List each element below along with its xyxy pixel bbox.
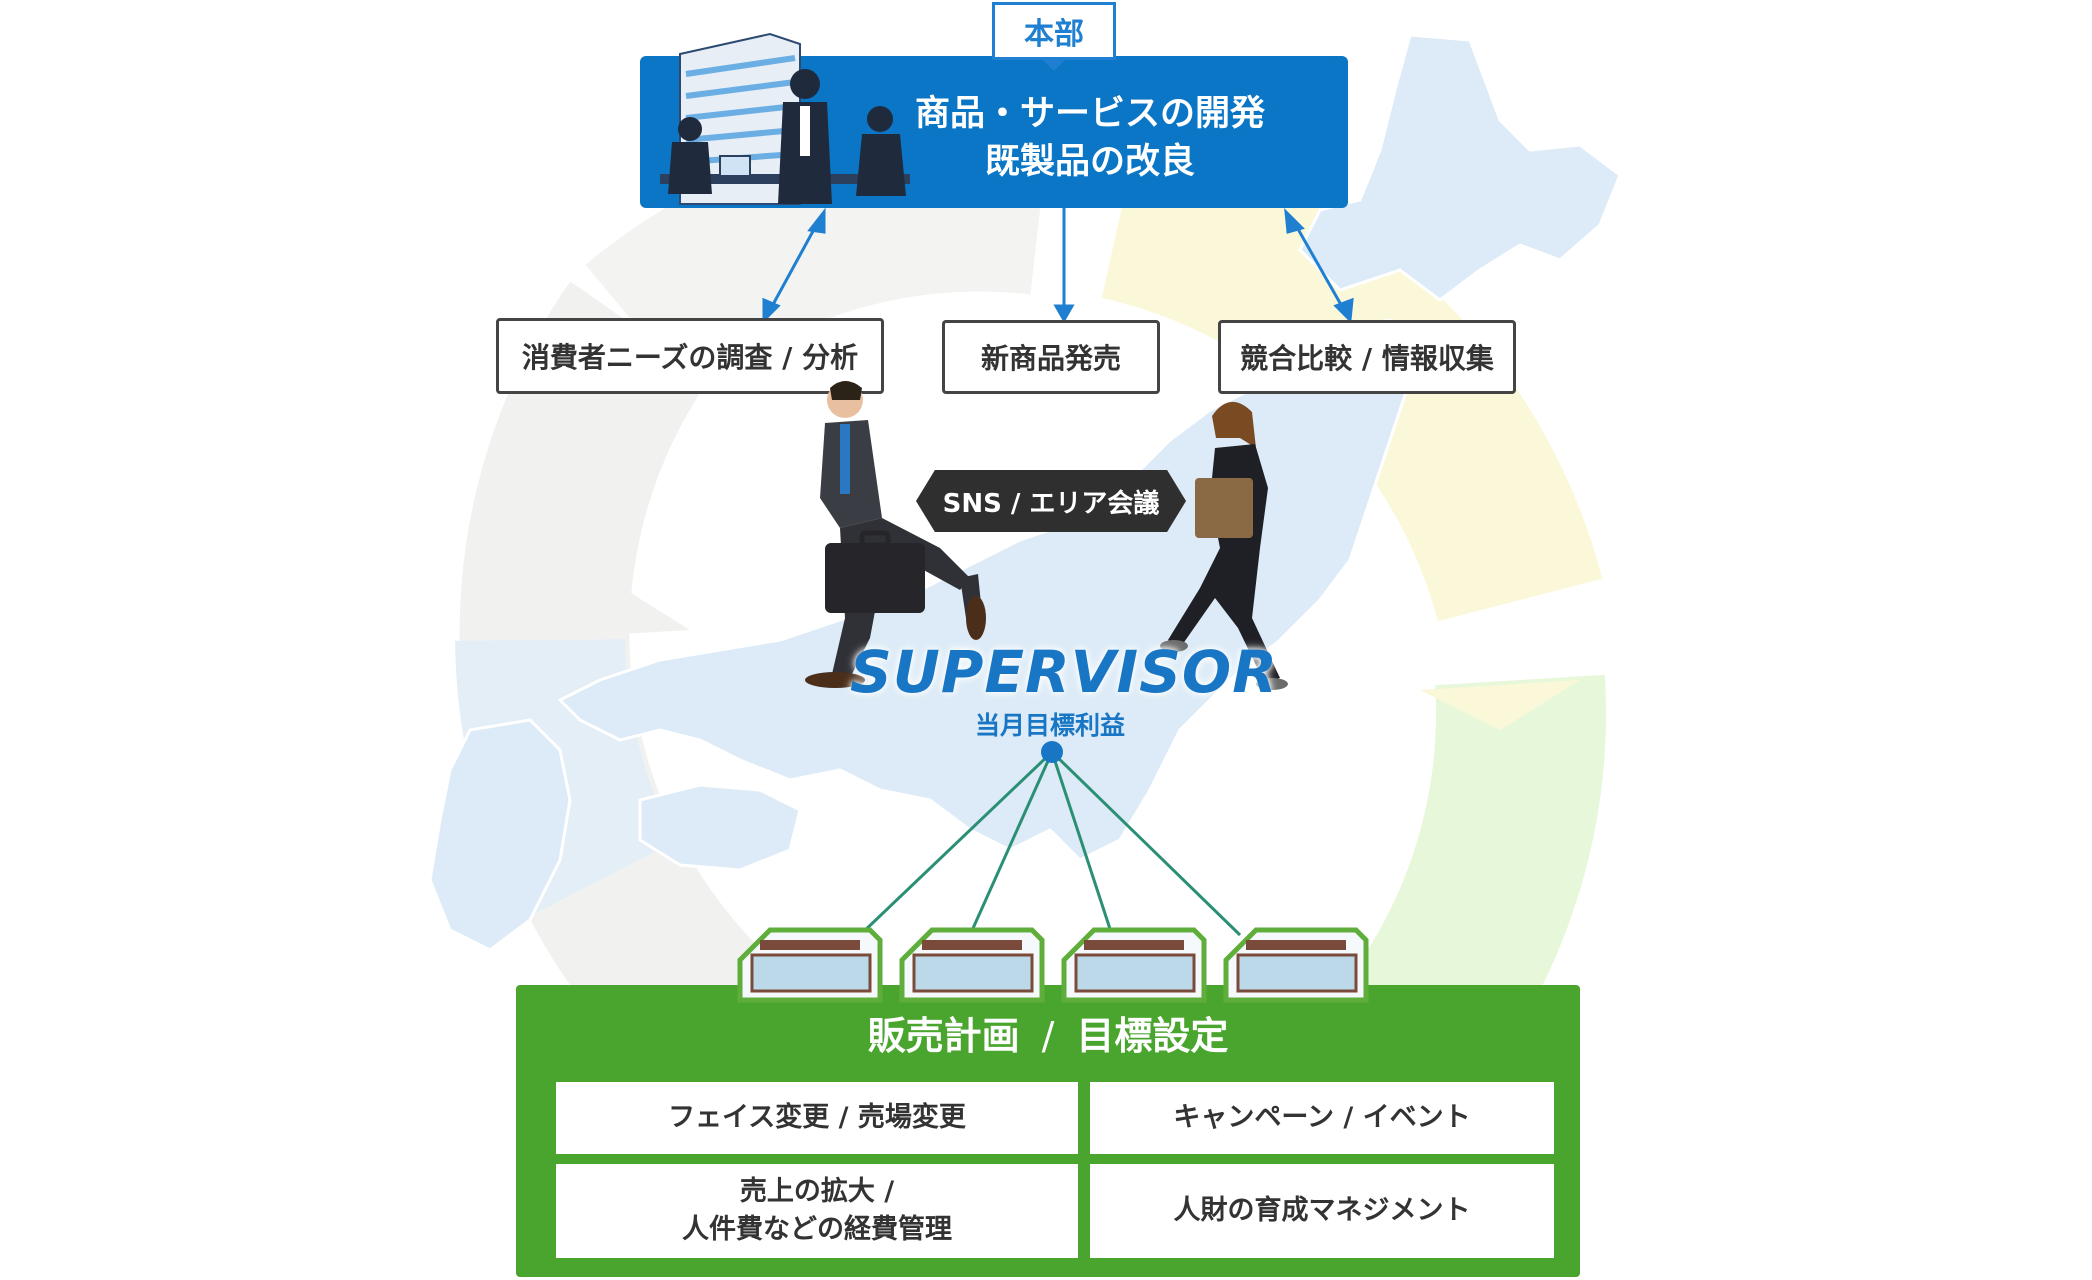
convenience-store-icon (899, 927, 1045, 1003)
office-building-icon (679, 32, 801, 205)
sns-area-meeting-label: SNS / エリア会議 (916, 470, 1186, 532)
label-new-product: 新商品発売 (942, 320, 1160, 394)
business-meeting-icon (660, 32, 910, 205)
hq-line-2: 既製品の改良 (984, 142, 1195, 182)
walking-businesswoman-icon (1160, 401, 1288, 690)
cell-talent-management: 人財の育成マネジメント (1090, 1164, 1554, 1258)
briefcase-icon (825, 543, 925, 613)
supervisor-node (1041, 741, 1063, 763)
ring-segment-gray-top (585, 121, 1050, 396)
arrowhead-up-right (1284, 207, 1305, 234)
convenience-store-icon (1061, 927, 1207, 1003)
supervisor-subtitle: 当月目標利益 (974, 711, 1125, 740)
handbag-icon (1195, 478, 1253, 538)
sales-plan-title-left: 販売計画 (867, 1014, 1020, 1058)
cell-sales-expansion-line-2: 人件費などの経費管理 (682, 1214, 952, 1245)
ring-arrow-yellow (1420, 680, 1580, 730)
cell-sales-expansion: 売上の拡大 / 人件費などの経費管理 (556, 1164, 1078, 1258)
map-hokkaido (1298, 33, 1622, 302)
arrowhead-down-left (762, 297, 781, 324)
hq-line-1: 商品・サービスの開発 (914, 94, 1265, 134)
store-row (737, 927, 1369, 1003)
label-competitor-comparison: 競合比較 / 情報収集 (1218, 320, 1516, 394)
arrowhead-down-center (1053, 304, 1075, 324)
cell-face-change: フェイス変更 / 売場変更 (556, 1082, 1078, 1154)
arrowhead-down-right (1333, 297, 1354, 324)
cell-campaign-event: キャンペーン / イベント (1090, 1082, 1554, 1154)
japan-map-icon (428, 33, 1622, 952)
cell-sales-expansion-line-1: 売上の拡大 / (739, 1176, 895, 1207)
hq-connectors (762, 207, 1354, 324)
ring-arrow-gray (520, 580, 690, 640)
hq-tag: 本部 (992, 2, 1116, 71)
convenience-store-icon (737, 927, 883, 1003)
arrowhead-up-left (807, 207, 826, 234)
store-connectors (858, 750, 1242, 937)
sales-plan-title-right: 目標設定 (1076, 1014, 1229, 1058)
label-consumer-research: 消費者ニーズの調査 / 分析 (496, 318, 884, 394)
convenience-store-icon (1223, 927, 1369, 1003)
hq-description: 商品・サービスの開発 既製品の改良 (860, 90, 1320, 186)
map-kyushu (428, 718, 572, 952)
sales-plan-title-separator: / (1041, 1014, 1055, 1058)
supervisor-title: SUPERVISOR (850, 638, 1278, 706)
laptop-icon (719, 155, 751, 177)
map-shikoku (638, 783, 802, 872)
sales-plan-title: 販売計画 / 目標設定 (516, 1005, 1580, 1060)
walking-businessman-icon (805, 381, 986, 688)
